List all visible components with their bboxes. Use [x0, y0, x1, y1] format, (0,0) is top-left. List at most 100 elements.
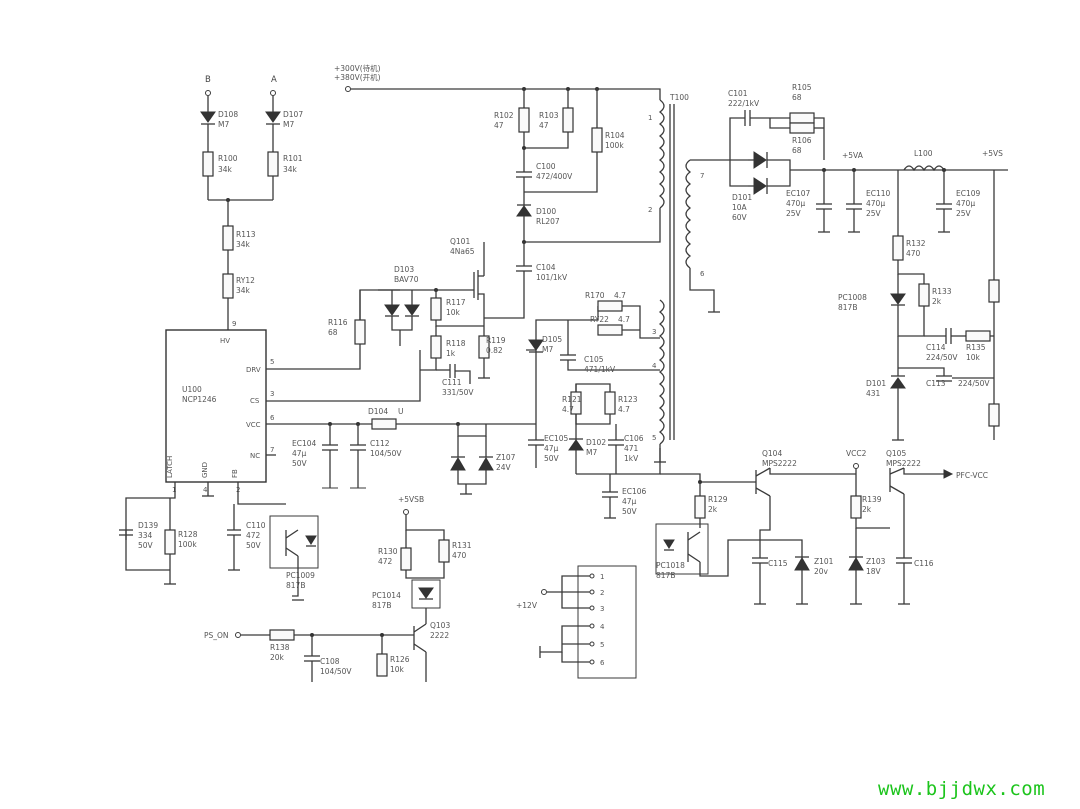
ps-on-label: PS_ON	[204, 631, 229, 640]
t100-pin-7: 7	[700, 172, 704, 180]
r121-value: 4.7	[562, 405, 574, 414]
r101-resistor	[267, 151, 279, 177]
r139-ref: R139	[862, 495, 882, 504]
r113-value: 34k	[236, 240, 251, 249]
v5vsb-out-label: +5VS	[982, 149, 1003, 158]
connector-pin-5: 5	[600, 641, 604, 649]
z103-value: 18V	[866, 567, 882, 576]
r129-ref: R129	[708, 495, 728, 504]
d139-voltage: 50V	[138, 541, 154, 550]
q103-value: 2222	[430, 631, 449, 640]
c105-value: 471/1kV	[584, 365, 616, 374]
r100-resistor	[202, 151, 214, 177]
d104-label: D104	[368, 407, 388, 416]
ic-pinnum-vcc: 6	[270, 414, 275, 422]
ec107-ref: EC107	[786, 189, 811, 198]
q104-ref: Q104	[762, 449, 782, 458]
connector-pin-6: 6	[600, 659, 605, 667]
ec107-value: 470μ	[786, 199, 805, 208]
r129-resistor	[694, 495, 706, 519]
input-b-terminal	[205, 90, 211, 96]
ec105-ref: EC105	[544, 434, 569, 443]
r170-ref: R170	[585, 291, 605, 300]
r133-ref: R133	[932, 287, 952, 296]
r113-ref: R113	[236, 230, 256, 239]
r123-value: 4.7	[618, 405, 630, 414]
r116-ref: R116	[328, 318, 348, 327]
ec110-voltage: 25V	[866, 209, 882, 218]
r102-ref: R102	[494, 111, 514, 120]
d103-ref: D103	[394, 265, 414, 274]
secondary-winding	[685, 159, 692, 269]
r133-resistor	[918, 283, 930, 307]
q104-value: MPS2222	[762, 459, 797, 468]
d102-ref: D102	[586, 438, 606, 447]
r118-ref: R118	[446, 339, 466, 348]
r170-resistor	[597, 300, 623, 312]
r119-value: 0.82	[486, 346, 503, 355]
pc1009-optocoupler: PC1009 817B	[269, 515, 319, 601]
vcc2-label: VCC2	[846, 449, 867, 458]
r122-ref: RY22	[590, 315, 609, 324]
rdiv-top-resistor	[988, 279, 1000, 303]
r112-value: 34k	[236, 286, 251, 295]
t100-pin-4: 4	[652, 362, 657, 370]
ec106-value: 47μ	[622, 497, 637, 506]
ec109-ref: EC109	[956, 189, 981, 198]
ic-pinnum-hv: 9	[232, 320, 236, 328]
ec104-voltage: 50V	[292, 459, 308, 468]
d107-diode-symbol	[265, 111, 281, 123]
l100-ref: L100	[914, 149, 933, 158]
input-a-branch: A D107 M7 R101 34k	[265, 75, 303, 200]
r129-value: 2k	[708, 505, 718, 514]
r138-value: 20k	[270, 653, 285, 662]
r121-ref: R121	[562, 395, 582, 404]
d103a-diode-symbol	[384, 304, 400, 316]
c100-ref: C100	[536, 162, 556, 171]
c108-ref: C108	[320, 657, 340, 666]
v5va-label: +5VA	[842, 151, 864, 160]
ic-pin-hv: HV	[220, 337, 230, 345]
c110-ref: C110	[246, 521, 266, 530]
r104-resistor	[591, 127, 603, 153]
d105-ref: D105	[542, 335, 562, 344]
r104-ref: R104	[605, 131, 625, 140]
ic-pinnum-drv: 5	[270, 358, 274, 366]
d139-value: 334	[138, 531, 153, 540]
pc1018-optocoupler: PC1018 817B	[655, 523, 709, 580]
ic-pinnum-cs: 3	[270, 390, 274, 398]
input-b-label: B	[205, 75, 211, 85]
ec105-voltage: 50V	[544, 454, 560, 463]
d105-value: M7	[542, 345, 553, 354]
l100-inductor	[903, 165, 945, 172]
ec107-voltage: 25V	[786, 209, 802, 218]
r135-value: 10k	[966, 353, 981, 362]
d101b-ref: D101	[866, 379, 886, 388]
c108-value: 104/50V	[320, 667, 352, 676]
d108-ref: D108	[218, 110, 238, 119]
input-b-branch: B D108 M7 R100 34k	[200, 75, 238, 200]
r132-value: 470	[906, 249, 921, 258]
c101-value: 222/1kV	[728, 99, 760, 108]
pc1008-ref: PC1008	[838, 293, 867, 302]
ec110-value: 470μ	[866, 199, 885, 208]
ic-ref: U100	[182, 385, 202, 394]
primary-winding	[658, 99, 665, 209]
r132-ref: R132	[906, 239, 926, 248]
pc1014-ref: PC1014	[372, 591, 401, 600]
t100-pin-1: 1	[648, 114, 652, 122]
c110-value: 472	[246, 531, 261, 540]
c104-value: 101/1kV	[536, 273, 568, 282]
ic-part: NCP1246	[182, 395, 217, 404]
q101-value: 4Na65	[450, 247, 475, 256]
pc1018-ref: PC1018	[656, 561, 685, 570]
q101-mosfet: Q101 4Na65	[440, 237, 485, 322]
ec109-voltage: 25V	[956, 209, 972, 218]
r104-value: 100k	[605, 141, 624, 150]
r106-value: 68	[792, 146, 802, 155]
c114-value: 224/50V	[926, 353, 958, 362]
d104-resistor	[371, 418, 397, 430]
r103-ref: R103	[539, 111, 559, 120]
ic-pin-gnd: GND	[201, 462, 209, 478]
pc1018-value: 817B	[656, 571, 675, 580]
